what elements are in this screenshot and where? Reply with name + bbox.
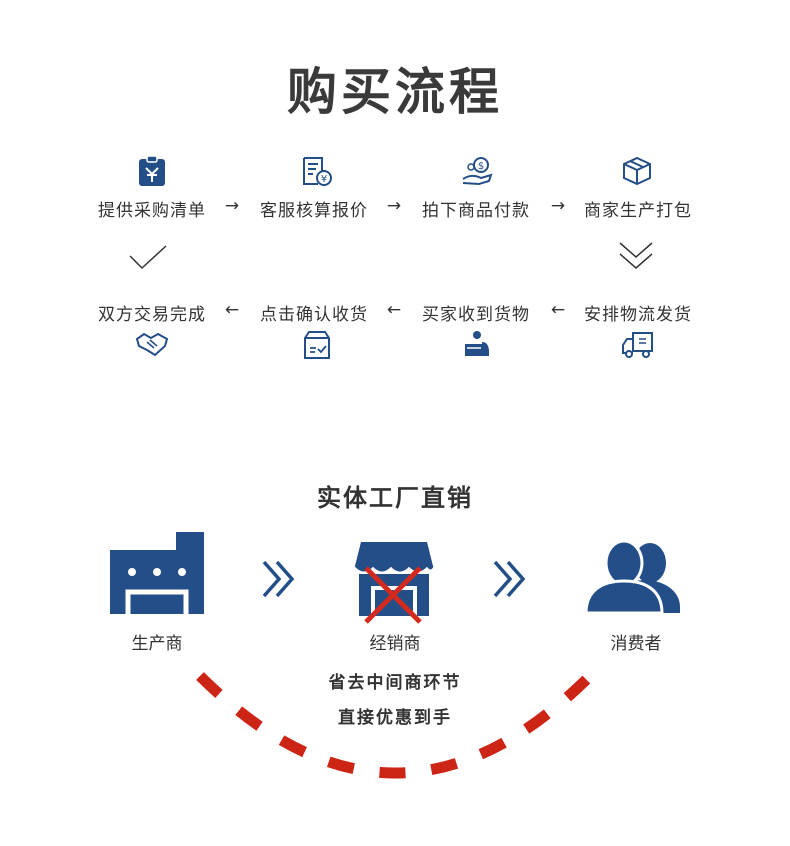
dashed-arc — [0, 660, 790, 800]
arrow-left-icon: ← — [224, 300, 240, 320]
page-title: 购买流程 — [287, 63, 503, 121]
arrow-left-icon: ← — [386, 300, 402, 320]
box-check-icon — [301, 330, 333, 360]
invoice-yen-icon: ¥ — [300, 155, 334, 187]
arrow-right-icon: → — [550, 196, 566, 216]
step-label: 双方交易完成 — [98, 305, 206, 325]
step-label: 点击确认收货 — [260, 305, 368, 325]
chevron-double-right-icon — [262, 560, 298, 598]
package-box-icon — [621, 155, 653, 187]
arrow-right-icon: → — [224, 196, 240, 216]
arrow-left-icon: ← — [550, 300, 566, 320]
role-label: 生产商 — [131, 634, 183, 654]
cross-icon — [362, 564, 424, 626]
step-label: 买家收到货物 — [422, 305, 530, 325]
role-label: 消费者 — [610, 634, 662, 654]
factory-icon — [108, 530, 206, 616]
handshake-icon — [135, 330, 169, 358]
hand-coin-icon: $ — [461, 155, 495, 187]
step-label: 商家生产打包 — [584, 201, 692, 221]
step-label: 提供采购清单 — [98, 201, 206, 221]
chevron-double-right-icon — [493, 560, 529, 598]
step-label: 拍下商品付款 — [422, 201, 530, 221]
users-icon — [584, 537, 682, 615]
slogan-line-1: 省去中间商环节 — [328, 673, 462, 693]
slogan-line-2: 直接优惠到手 — [338, 708, 452, 728]
section-title: 实体工厂直销 — [317, 484, 473, 512]
svg-text:¥: ¥ — [321, 174, 327, 185]
person-box-icon — [462, 330, 494, 360]
role-label: 经销商 — [369, 634, 421, 654]
svg-text:$: $ — [478, 161, 484, 172]
step-label: 安排物流发货 — [584, 305, 692, 325]
clipboard-icon — [136, 155, 168, 187]
chevron-double-down-icon — [618, 240, 654, 272]
delivery-truck-icon — [621, 330, 655, 360]
arrow-right-icon: → — [386, 196, 402, 216]
step-label: 客服核算报价 — [260, 201, 368, 221]
check-icon — [128, 244, 168, 272]
